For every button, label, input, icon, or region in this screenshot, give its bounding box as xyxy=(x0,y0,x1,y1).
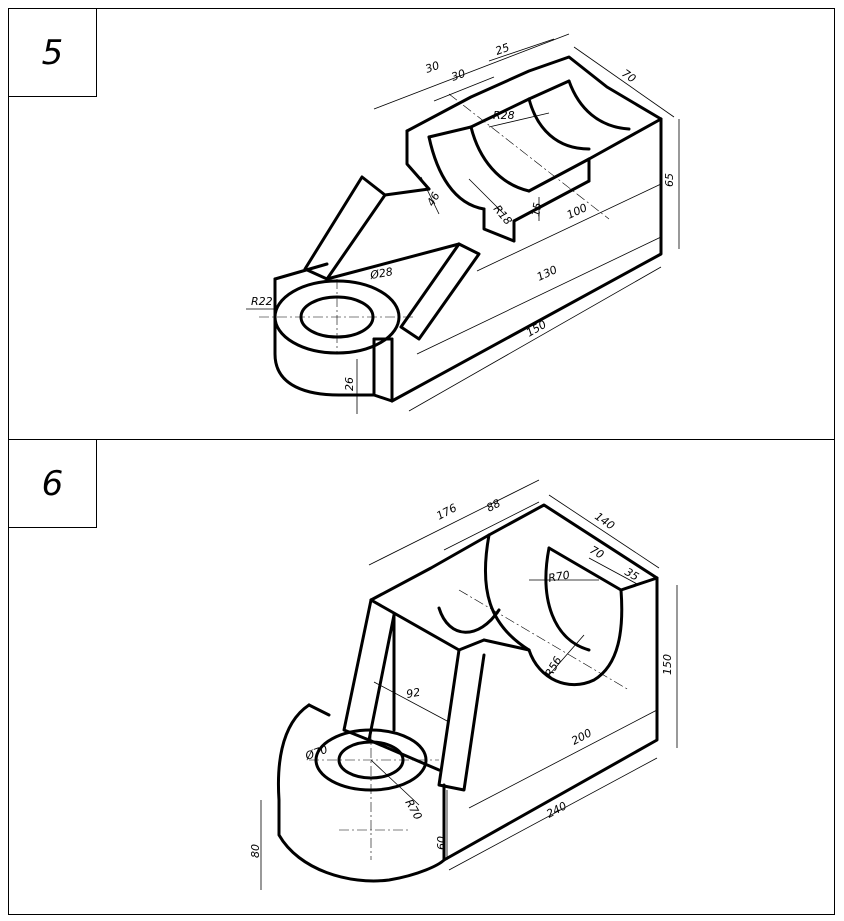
fig5-dim-30-outer: 30 xyxy=(424,59,442,76)
fig5-dim-65: 65 xyxy=(663,173,676,187)
fig6-cradle-right-edge xyxy=(547,546,623,592)
fig6-dim-r56: R56 xyxy=(542,654,564,679)
fig6-dim-35: 35 xyxy=(623,565,642,583)
fig6-dim-line-r56 xyxy=(548,634,585,676)
fig6-dim-r70b: R70 xyxy=(402,797,424,822)
fig6-dim-176: 176 xyxy=(434,501,459,522)
fig6-dim-line-200 xyxy=(468,709,658,809)
fig5-cradle-arc2 xyxy=(469,125,531,193)
fig5-dim-line-100 xyxy=(476,183,662,272)
fig6-dim-80: 80 xyxy=(249,844,262,858)
fig5-cradle-arc4 xyxy=(567,79,631,131)
fig5-dim-30-inner: 30 xyxy=(450,67,468,84)
fig6-dim-line-88 xyxy=(443,501,540,551)
fig5-dim-150: 150 xyxy=(524,318,549,340)
fig5-left-step xyxy=(405,129,431,191)
fig5-dim-70: 70 xyxy=(619,67,638,86)
fig5-dim-26: 26 xyxy=(343,377,356,391)
fig6-boss-top-edge xyxy=(307,703,331,717)
fig5-cradle-top-c xyxy=(527,79,571,101)
fig5-dim-line-top xyxy=(373,33,570,110)
fig6-centerline-cradle xyxy=(458,589,630,691)
fig5-cradle-top-b xyxy=(469,97,531,129)
fig6-right-face xyxy=(442,576,659,862)
figure-5-number: 5 xyxy=(41,32,64,73)
fig6-leg-base xyxy=(367,738,441,772)
fig6-dim-r70: R70 xyxy=(547,568,571,585)
fig6-dim-line-240 xyxy=(448,757,658,871)
fig5-cradle-bottom xyxy=(482,207,516,243)
fig5-dim-100: 100 xyxy=(565,201,590,222)
fig5-top-front-edge xyxy=(587,117,663,161)
fig6-dim-60: 60 xyxy=(435,836,448,850)
figure-5-body xyxy=(259,55,663,403)
fig5-rib-right xyxy=(399,242,481,341)
fig5-right-face xyxy=(390,117,663,403)
figure-5-panel: 5 xyxy=(8,8,835,440)
fig5-dim-25: 25 xyxy=(494,41,512,58)
fig5-dim-line-150 xyxy=(408,266,662,412)
figure-6-panel: 6 xyxy=(8,439,835,915)
fig6-top-left2 xyxy=(457,638,486,652)
fig5-centerline-cradle xyxy=(448,93,610,220)
fig5-base-top xyxy=(325,242,461,281)
fig5-dim-line-46 xyxy=(420,176,440,215)
fig6-dim-line-176 xyxy=(368,479,540,566)
fig5-step-edge xyxy=(512,179,591,223)
fig5-dim-line-30 xyxy=(433,76,495,102)
figure-5-dim-labels: 30 30 25 70 R28 46 R18 15 65 100 130 150… xyxy=(251,41,676,391)
fig6-dim-line-70 xyxy=(588,557,640,586)
fig6-right-leg xyxy=(437,648,486,792)
figure-6-number: 6 xyxy=(41,463,64,504)
figure-5-dimensions xyxy=(246,33,680,414)
fig5-cradle-arc3 xyxy=(527,97,591,151)
fig5-dim-r28: R28 xyxy=(493,109,515,122)
fig6-dim-88: 88 xyxy=(484,497,502,515)
fig5-dim-dia28: Ø28 xyxy=(368,265,394,282)
fig5-dim-line-70 xyxy=(573,46,675,118)
fig5-rib xyxy=(303,175,387,281)
fig5-dim-line-r28 xyxy=(488,112,550,128)
fig6-dim-line-140 xyxy=(548,494,660,569)
fig5-boss-top-edge xyxy=(273,262,329,281)
fig6-cradle-arc2 xyxy=(483,533,531,652)
fig5-cradle-top-a xyxy=(427,125,473,139)
figure-6-number-box: 6 xyxy=(9,440,97,528)
fig5-dim-line-r18 xyxy=(468,178,505,215)
fig6-dim-line-r70b xyxy=(370,759,420,806)
figure-6-drawing: 176 88 140 70 35 R70 R56 150 92 200 Ø70 … xyxy=(249,479,678,890)
fig5-rib-top xyxy=(383,187,431,197)
fig5-cradle-bottom2 xyxy=(527,157,591,193)
fig5-dim-r18: R18 xyxy=(491,203,515,228)
fig6-cradle-arc3 xyxy=(544,546,591,652)
fig6-cradle-bottom xyxy=(527,588,624,686)
fig6-boss-outline xyxy=(276,703,446,883)
fig5-dim-46: 46 xyxy=(424,190,442,209)
fig6-cradle-right-edge2 xyxy=(619,576,659,592)
fig6-top-left xyxy=(369,598,461,652)
fig5-dim-line-25 xyxy=(488,38,555,62)
fig6-dim-line-92 xyxy=(373,681,450,723)
figure-5-number-box: 5 xyxy=(9,9,97,97)
fig6-dim-70: 70 xyxy=(588,543,607,561)
fig5-dim-130: 130 xyxy=(535,263,560,284)
fig6-dim-92: 92 xyxy=(405,686,421,701)
figure-6-dimensions xyxy=(260,479,678,890)
fig5-boss-join2 xyxy=(372,393,394,403)
fig5-dim-r22: R22 xyxy=(251,295,273,308)
fig6-left-leg xyxy=(342,598,396,742)
fig5-top-back-edge xyxy=(405,55,663,133)
fig6-dim-140: 140 xyxy=(592,510,617,533)
fig6-dim-150: 150 xyxy=(661,654,674,675)
figure-5-drawing: 30 30 25 70 R28 46 R18 15 65 100 130 150… xyxy=(246,33,680,414)
fig5-dim-15: 15 xyxy=(529,201,544,217)
fig6-cradle-arc1 xyxy=(437,606,501,634)
fig5-cradle-arc1 xyxy=(427,135,486,211)
figure-6-body xyxy=(276,503,659,883)
fig6-cradle-front xyxy=(482,638,531,652)
fig5-dim-line-130 xyxy=(416,236,662,355)
fig5-boss-side xyxy=(273,315,376,397)
